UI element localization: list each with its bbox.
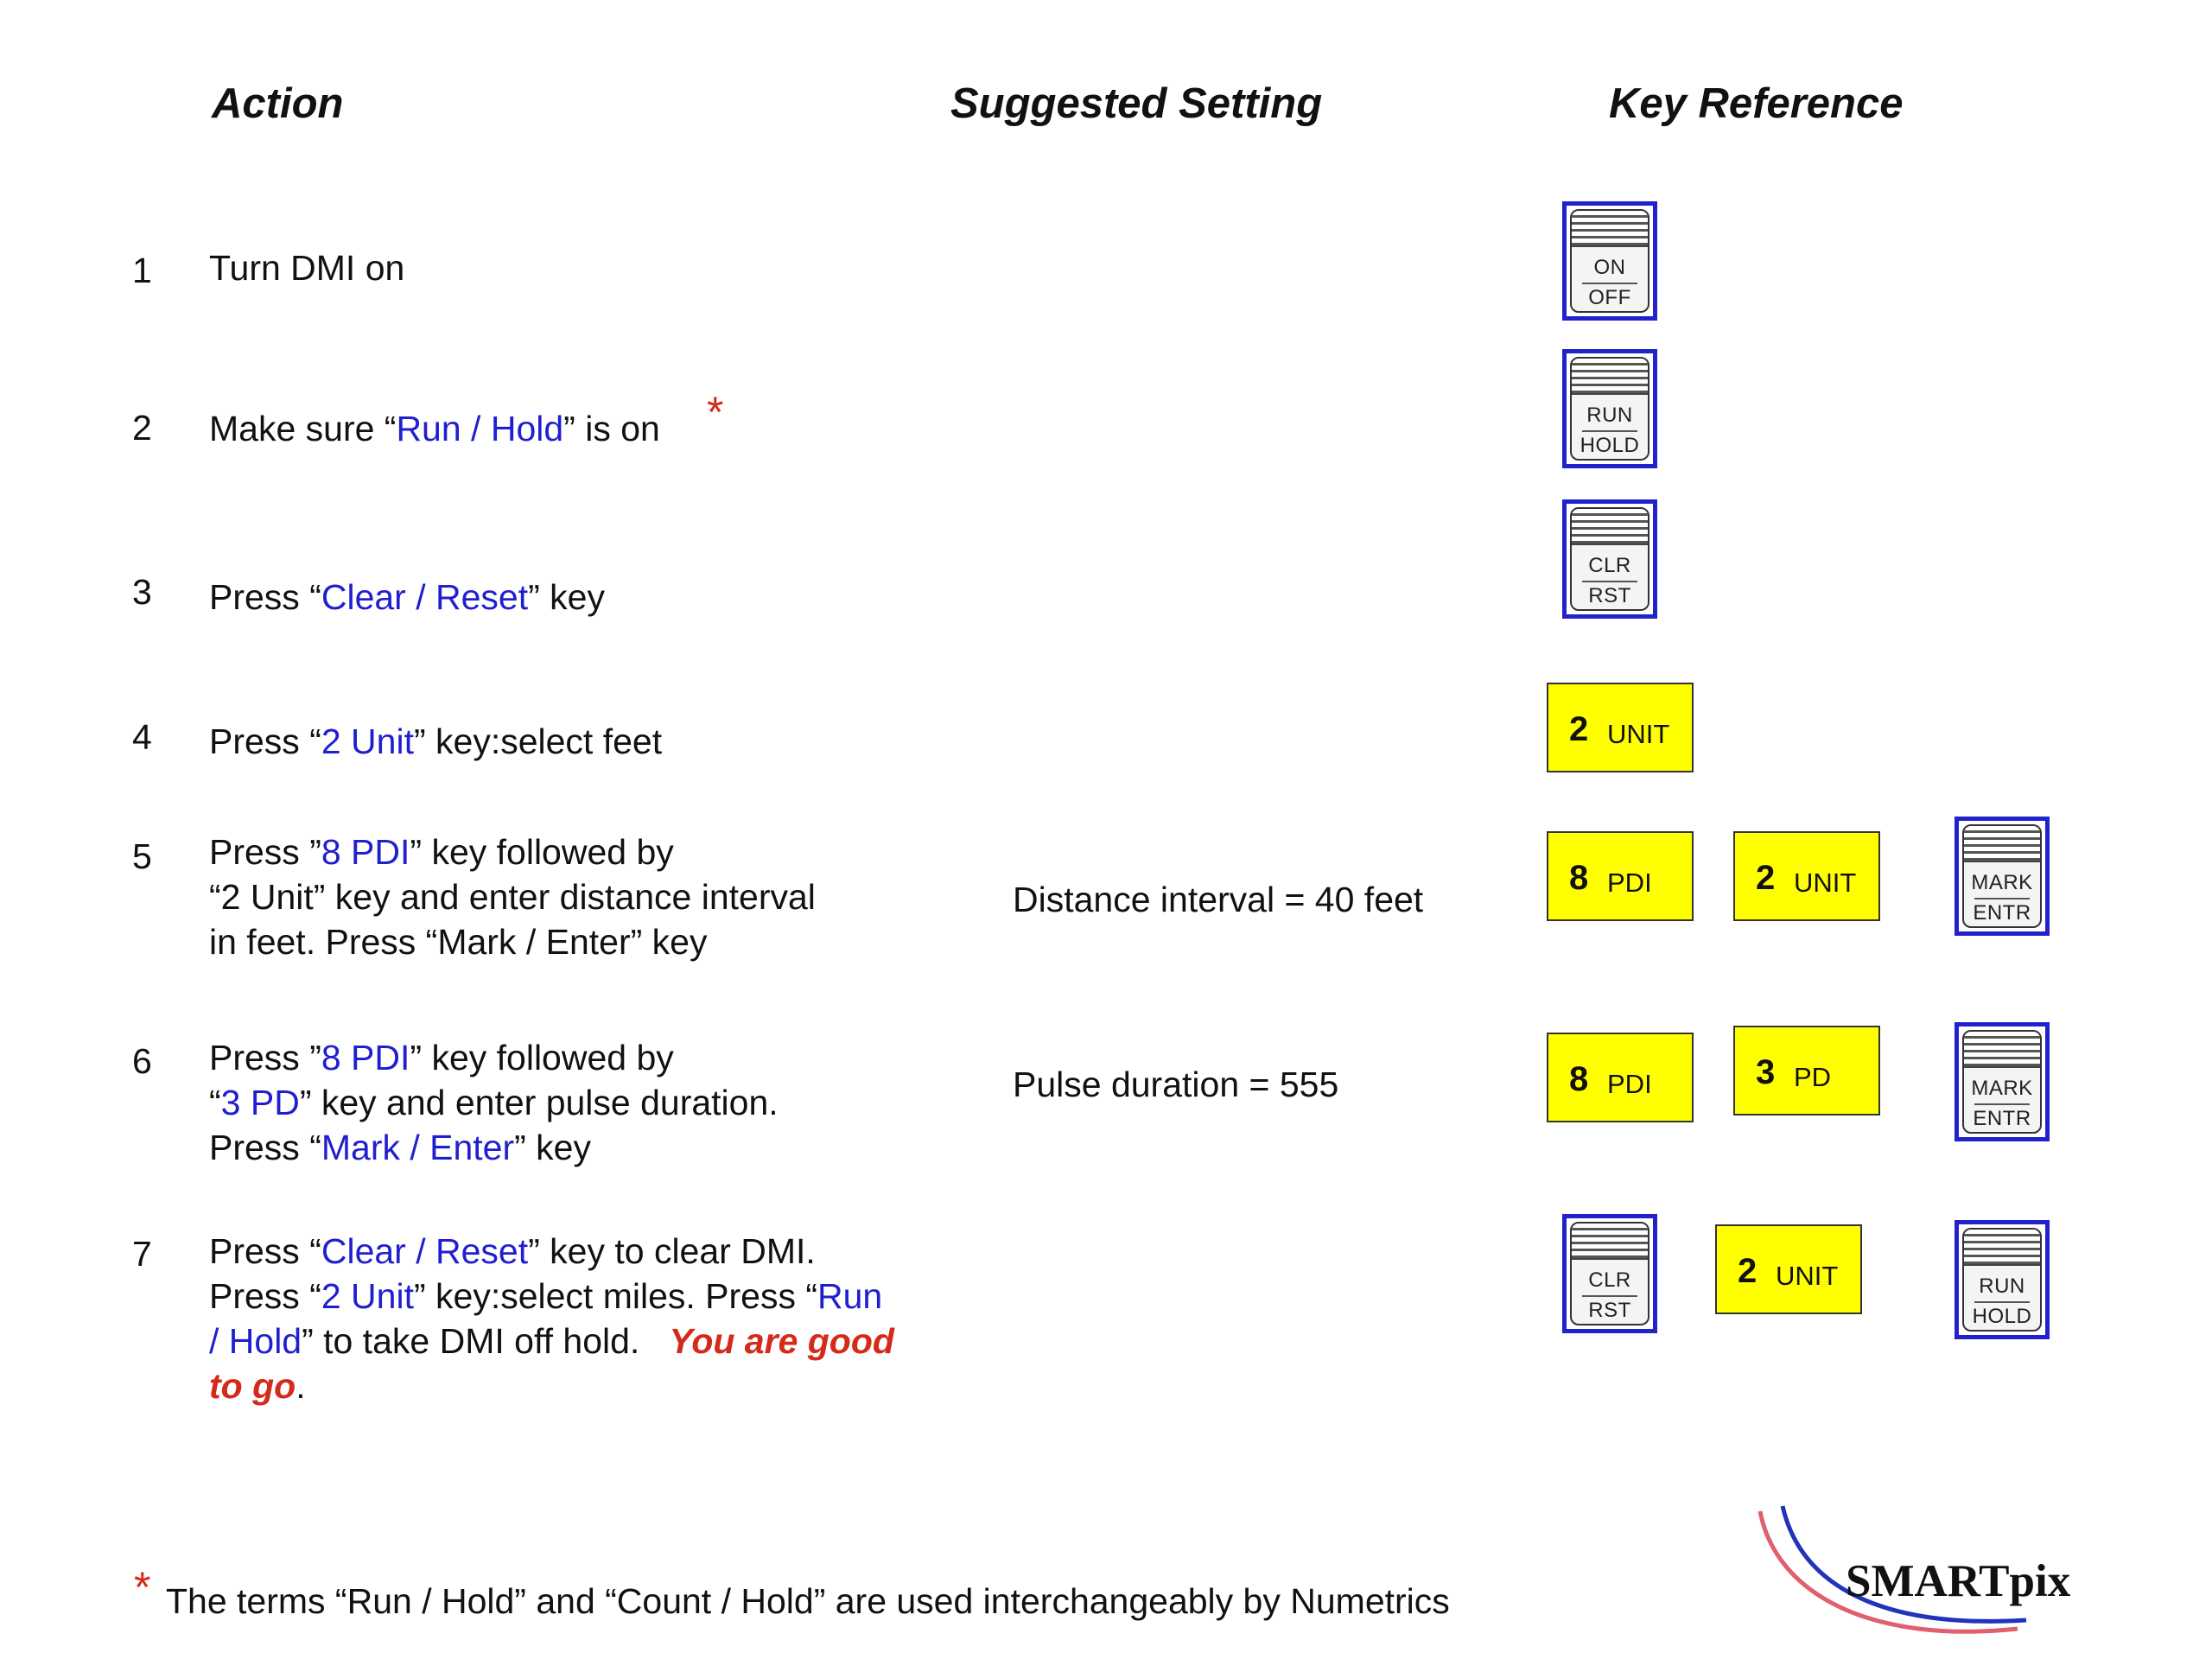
smartpix-logo-swoosh-icon (1758, 1505, 2027, 1634)
step-number: 3 (132, 572, 152, 612)
header-key-reference: Key Reference (1609, 80, 1904, 127)
step-text: Press “2 Unit” key:select feet (209, 721, 663, 761)
smartpix-logo: SMARTpix (1846, 1556, 2071, 1606)
header-action: Action (212, 80, 344, 127)
step-number: 6 (132, 1041, 152, 1081)
step-number: 4 (132, 717, 152, 757)
step-text: Press “Clear / Reset” key to clear DMI. … (209, 1231, 894, 1406)
suggested-setting: Distance interval = 40 feet (1013, 880, 1424, 919)
step-text: Make sure “Run / Hold” is on (209, 409, 660, 448)
footnote-star: * (134, 1563, 151, 1611)
footnote-text: The terms “Run / Hold” and “Count / Hold… (166, 1581, 1450, 1621)
step-number: 5 (132, 836, 152, 876)
step-text: Press “Clear / Reset” key (209, 577, 605, 617)
step-text: Press ”8 PDI” key followed by “2 Unit” k… (209, 832, 816, 962)
header-suggested-setting: Suggested Setting (950, 80, 1323, 127)
suggested-setting: Pulse duration = 555 (1013, 1065, 1339, 1104)
step-text: Turn DMI on (209, 248, 405, 288)
step-number: 1 (132, 251, 152, 290)
step-text: Press ”8 PDI” key followed by “3 PD” key… (209, 1038, 779, 1167)
step-number: 2 (132, 408, 152, 448)
footnote-marker: * (707, 388, 724, 436)
step-number: 7 (132, 1234, 152, 1274)
